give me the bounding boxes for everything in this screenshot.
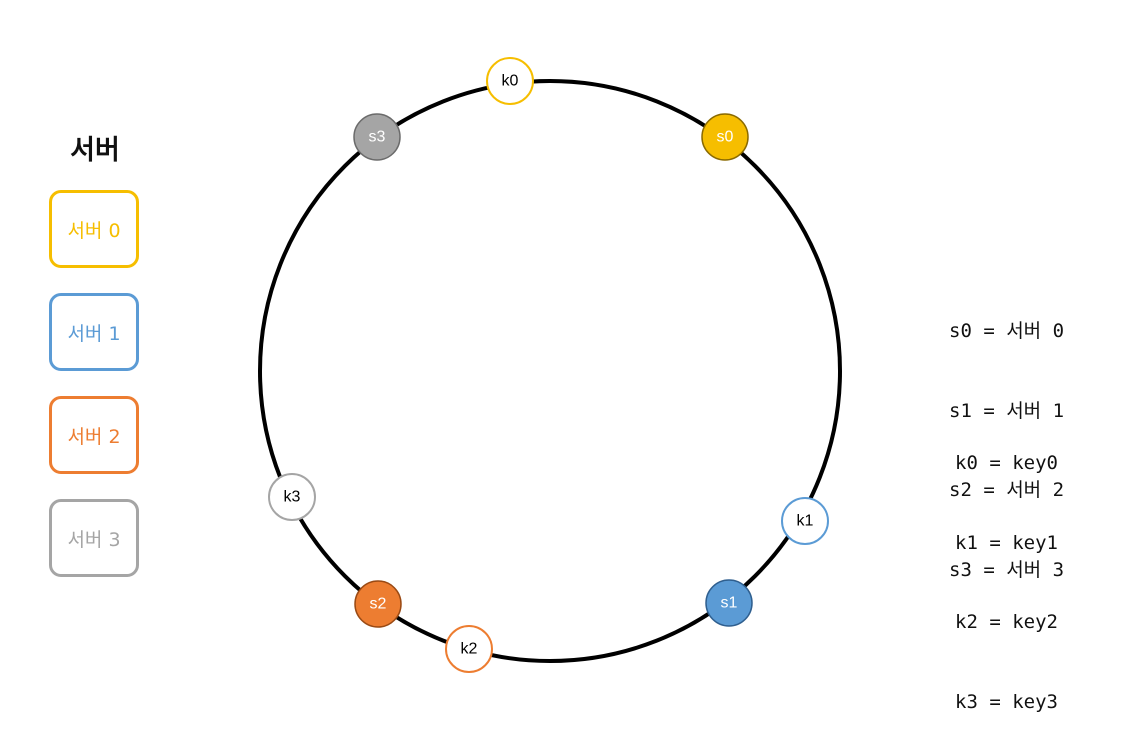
key-node-k2: k2	[445, 625, 493, 673]
server-node-circle	[354, 580, 402, 628]
server-node-circle	[701, 113, 749, 161]
legend-server-2: 서버 2	[49, 396, 139, 474]
legend-server-1: 서버 1	[49, 293, 139, 371]
legend-server-0: 서버 0	[49, 190, 139, 268]
server-mapping-item: s0 = 서버 0	[949, 320, 1065, 342]
key-node-circle	[268, 473, 316, 521]
server-node-s0: s0	[701, 113, 749, 161]
key-node-k1: k1	[781, 497, 829, 545]
key-mapping-item: k2 = key2	[955, 611, 1058, 633]
key-node-circle	[445, 625, 493, 673]
server-node-s1: s1	[705, 579, 753, 627]
key-node-circle	[781, 497, 829, 545]
legend-server-3: 서버 3	[49, 499, 139, 577]
key-mapping-list: k0 = key0 k1 = key1 k2 = key2 k3 = key3	[955, 397, 1058, 738]
key-node-label: k0	[502, 73, 519, 90]
key-mapping-item: k1 = key1	[955, 531, 1058, 554]
server-mapping-list: s0 = 서버 0 s1 = 서버 1 s2 = 서버 2 s3 = 서버 3	[949, 265, 1064, 636]
key-mapping-item: k3 = key3	[955, 690, 1058, 713]
server-mapping-item: s2 = 서버 2	[949, 479, 1065, 501]
server-node-label: s0	[717, 129, 734, 146]
server-mapping-item: s3 = 서버 3	[949, 558, 1065, 581]
key-node-label: k2	[461, 641, 478, 658]
key-node-label: k1	[797, 513, 814, 530]
key-mapping-item: k0 = key0	[955, 452, 1058, 474]
server-node-label: s1	[721, 595, 738, 612]
key-node-k3: k3	[268, 473, 316, 521]
legend-title: 서버	[70, 135, 120, 166]
key-node-k0: k0	[486, 57, 534, 105]
key-node-circle	[486, 57, 534, 105]
server-node-label: s2	[370, 596, 387, 613]
server-node-circle	[353, 113, 401, 161]
server-node-s2: s2	[354, 580, 402, 628]
server-node-label: s3	[369, 129, 386, 146]
server-mapping-item: s1 = 서버 1	[949, 399, 1065, 422]
server-node-circle	[705, 579, 753, 627]
ring-circle	[258, 79, 842, 663]
key-node-label: k3	[284, 489, 301, 506]
server-node-s3: s3	[353, 113, 401, 161]
